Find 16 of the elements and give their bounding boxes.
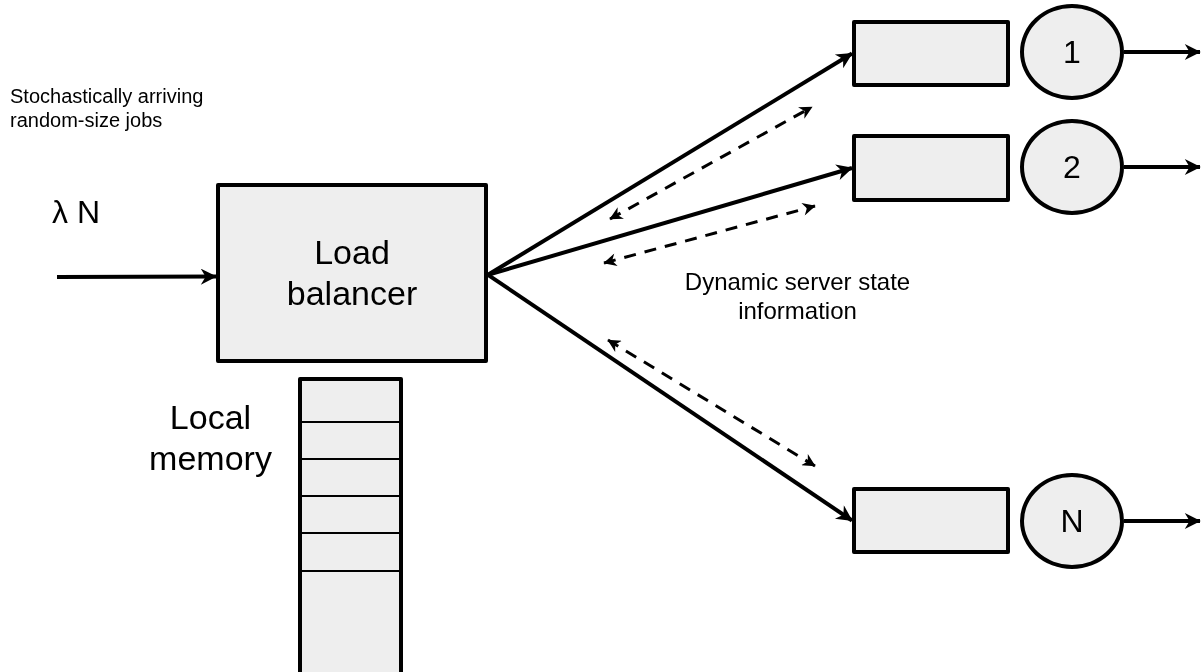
arrow <box>57 268 217 285</box>
node-label: N <box>1060 501 1084 541</box>
queue-box <box>852 134 1010 202</box>
note-text: Stochastically arriving random-size jobs <box>10 84 205 132</box>
node-label: 2 <box>1063 147 1081 187</box>
memory-stack <box>298 377 403 672</box>
node-caption: Local memory <box>148 397 273 479</box>
queue-box <box>852 487 1010 554</box>
arrow <box>1124 513 1201 529</box>
node-label: 1 <box>1063 32 1081 72</box>
node-label: Load balancer <box>285 232 419 314</box>
arrow <box>1124 159 1201 175</box>
queue-box <box>852 20 1010 87</box>
arrow <box>1124 44 1201 60</box>
note-text: Dynamic server state information <box>683 268 912 326</box>
load-balancer-box <box>216 183 488 363</box>
